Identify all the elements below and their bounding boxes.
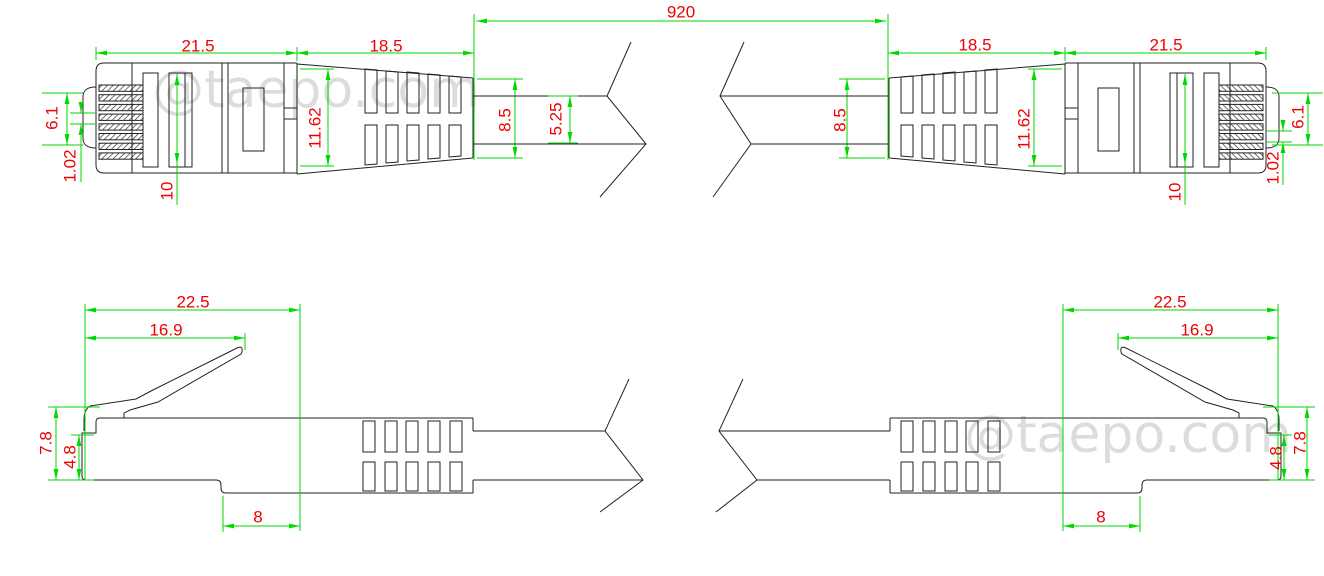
top-view-right-small-dims: [1267, 92, 1323, 185]
dim-label-bottom-left-body-length: 22.5: [176, 293, 209, 312]
cable-break-bottom: [473, 378, 890, 513]
dim-label-bottom-left-latch-length: 16.9: [149, 321, 182, 340]
dim-label-bottom-right-notch-length: 8: [1096, 508, 1105, 527]
boot-slots: [364, 68, 462, 166]
top-view-left-small-dims: [42, 92, 95, 182]
dim-label-top-left-pin-pitch: 1.02: [61, 149, 80, 182]
plug-body-outline: [95, 62, 297, 174]
dim-label-top-right-contact-height: 10: [1166, 183, 1185, 202]
plug-tip-outline: [82, 86, 97, 149]
dim-label-bottom-right-body-height: 4.8: [1267, 446, 1286, 470]
dim-label-top-cable-core: 5.25: [547, 102, 566, 135]
dim-label-top-right-tip-height: 6.1: [1289, 105, 1308, 129]
dim-label-top-left-cable-od: 8.5: [496, 108, 515, 132]
dim-label-top-right-boot-height: 11.62: [1015, 108, 1034, 149]
plug-contacts: [98, 84, 144, 160]
dim-label-bottom-right-body-length: 22.5: [1153, 293, 1186, 312]
latch-window: [242, 87, 265, 152]
dimension-labels: 21.5 18.5 920 6.1 1.02 10 11.62 8.5 5.25…: [37, 3, 1310, 527]
dim-label-bottom-left-body-height: 4.8: [61, 445, 80, 469]
dim-label-top-right-pin-pitch: 1.02: [1264, 151, 1283, 184]
watermark-layer: @taepo.com @taepo.com: [152, 60, 1292, 465]
dim-label-top-left-tip-height: 6.1: [43, 106, 62, 130]
dim-label-overall-length: 920: [667, 3, 695, 22]
latch-arm: [89, 346, 243, 418]
dim-label-top-left-boot-length: 18.5: [369, 37, 402, 56]
watermark-text-top: @taepo.com: [152, 60, 480, 120]
dim-label-top-left-boot-height: 11.62: [306, 107, 325, 148]
cable-break-top: [473, 18, 889, 198]
dim-label-bottom-left-overall-height: 7.8: [37, 431, 56, 455]
bottom-view-left-connector: [48, 304, 474, 532]
boot-outline: [296, 63, 474, 175]
dim-label-top-right-boot-length: 18.5: [958, 36, 991, 55]
top-view-left-connector: [82, 14, 523, 205]
body-outline: [81, 417, 473, 494]
top-view-right-connector: [839, 14, 1279, 205]
dim-label-top-left-contact-height: 10: [158, 182, 177, 201]
watermark-text-bottom: @taepo.com: [964, 405, 1292, 465]
dim-label-top-left-plug-length: 21.5: [181, 37, 214, 56]
dim-label-bottom-left-notch-length: 8: [253, 508, 262, 527]
boot-slots: [362, 420, 463, 492]
dim-label-top-right-plug-length: 21.5: [1149, 36, 1182, 55]
dim-label-bottom-right-latch-length: 16.9: [1180, 321, 1213, 340]
dim-label-bottom-right-overall-height: 7.8: [1291, 431, 1310, 455]
bottom-view-right-connector: [890, 304, 1315, 532]
dim-label-top-right-cable-od: 8.5: [831, 108, 850, 132]
